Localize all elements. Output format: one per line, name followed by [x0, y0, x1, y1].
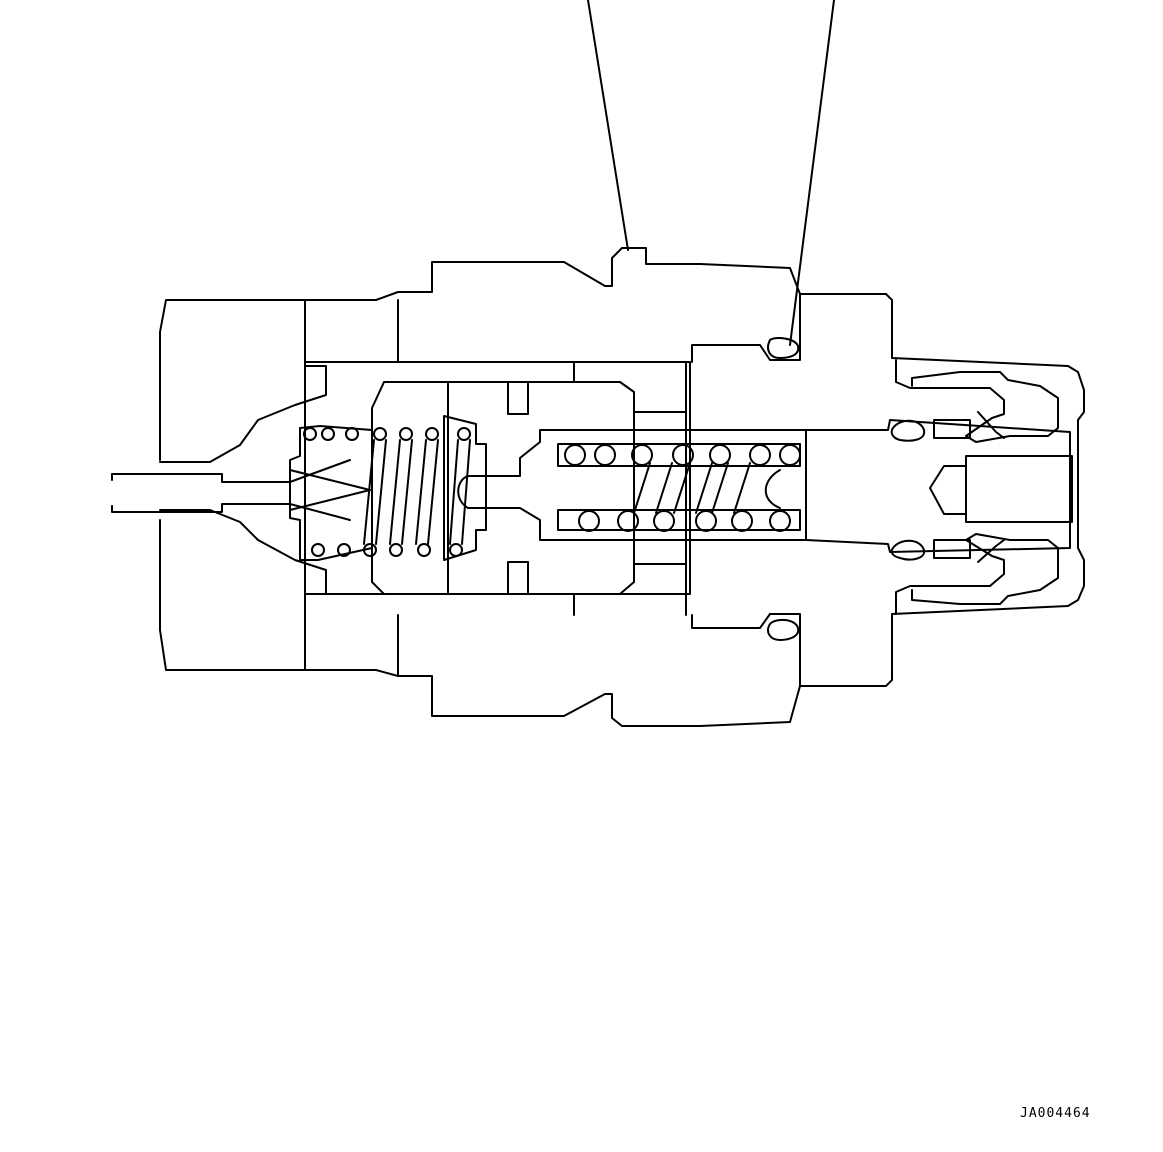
- poppet-housing: [372, 382, 634, 594]
- poppet-slots: [448, 382, 686, 594]
- leader-line-left: [588, 0, 628, 250]
- main-spring: [565, 445, 800, 531]
- inlet-tube: [112, 460, 350, 520]
- pilot-spring: [304, 428, 470, 556]
- o-ring-top: [892, 421, 925, 441]
- poppet-cone: [290, 426, 372, 560]
- main-spool: [444, 416, 806, 560]
- housing-section-lines: [305, 294, 800, 686]
- o-ring-bottom: [892, 541, 925, 560]
- seat-ring-top: [768, 338, 798, 358]
- body-outline-top: [160, 248, 1084, 540]
- drawing-reference-code: JA004464: [1020, 1106, 1091, 1121]
- seat-ring-bottom: [768, 620, 798, 640]
- right-plug: [806, 420, 1072, 552]
- bore-outline: [160, 362, 690, 594]
- backup-rings: [934, 412, 1004, 562]
- spool-spring-seats: [558, 444, 800, 530]
- right-port-section: [896, 360, 1058, 614]
